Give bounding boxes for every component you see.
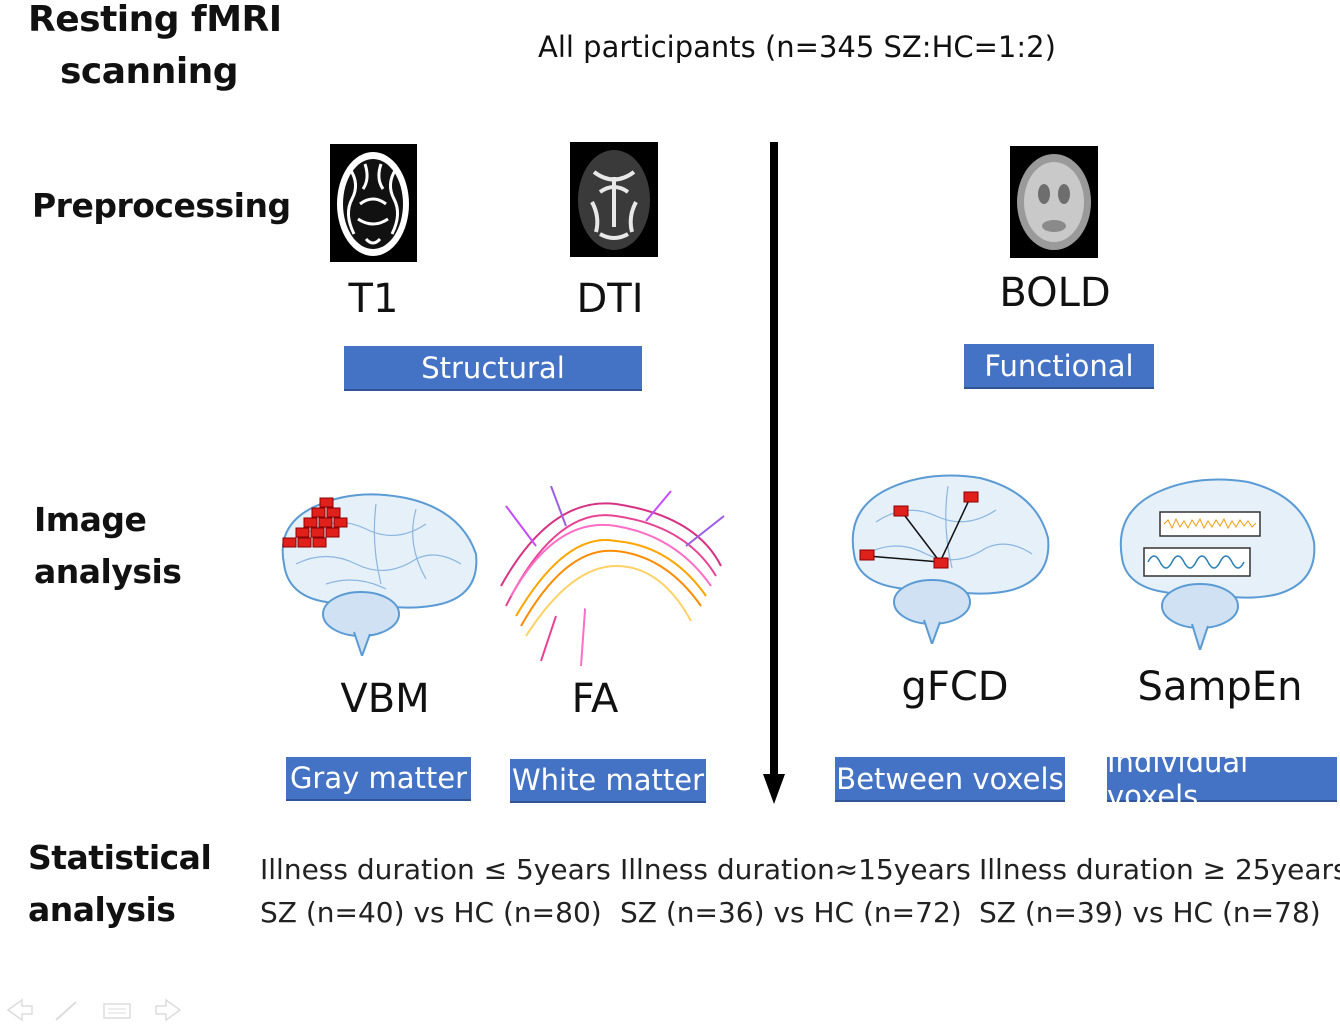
group-1-duration: Illness duration ≤ 5years — [260, 853, 611, 886]
sampen-label: SampEn — [1137, 664, 1303, 710]
group-3-duration: Illness duration ≥ 25years — [979, 853, 1340, 886]
prev-arrow-icon[interactable] — [6, 998, 33, 1022]
group-1-comparison: SZ (n=40) vs HC (n=80) — [260, 896, 602, 929]
between-voxels-box: Between voxels — [835, 757, 1065, 802]
title-line1: Resting fMRI — [28, 0, 282, 40]
title: Resting fMRI scanning — [28, 0, 282, 98]
fa-label: FA — [571, 676, 619, 722]
gfcd-label: gFCD — [901, 664, 1009, 710]
image-label-line1: Image — [34, 500, 147, 539]
gfcd-brain-illustration — [851, 474, 1050, 644]
pen-icon[interactable] — [55, 1001, 77, 1021]
statistical-analysis-label: Statistical analysis — [28, 832, 212, 936]
structural-box: Structural — [344, 346, 642, 391]
individual-voxels-box: Individual voxels — [1107, 745, 1337, 813]
group-2-comparison: SZ (n=36) vs HC (n=72) — [620, 896, 962, 929]
preprocessing-label: Preprocessing — [32, 186, 291, 225]
vbm-brain-illustration — [281, 493, 478, 656]
group-2: Illness duration≈15years SZ (n=36) vs HC… — [620, 848, 971, 934]
menu-icon[interactable] — [103, 1003, 131, 1019]
image-label-line2: analysis — [34, 552, 182, 591]
t1-label: T1 — [348, 276, 399, 322]
vbm-label: VBM — [340, 676, 430, 722]
divider-arrow — [763, 142, 785, 804]
white-matter-box: White matter — [510, 759, 706, 803]
title-line2: scanning — [60, 51, 239, 92]
t1-scan-image — [330, 144, 417, 262]
fa-tractography-illustration — [500, 486, 725, 666]
gray-matter-box: Gray matter — [286, 757, 471, 801]
bold-scan-image — [1010, 146, 1098, 258]
slide-nav — [4, 996, 194, 1028]
bold-label: BOLD — [999, 270, 1111, 316]
sampen-brain-illustration — [1119, 478, 1316, 650]
group-2-duration: Illness duration≈15years — [620, 853, 971, 886]
dti-label: DTI — [576, 276, 644, 322]
group-3-comparison: SZ (n=39) vs HC (n=78) — [979, 896, 1321, 929]
dti-scan-image — [570, 142, 658, 257]
functional-box: Functional — [964, 344, 1154, 389]
group-3: Illness duration ≥ 25years SZ (n=39) vs … — [979, 848, 1340, 934]
stat-label-line1: Statistical — [28, 838, 212, 877]
next-arrow-icon[interactable] — [155, 998, 182, 1022]
group-1: Illness duration ≤ 5years SZ (n=40) vs H… — [260, 848, 611, 934]
stat-label-line2: analysis — [28, 890, 176, 929]
image-analysis-label: Image analysis — [34, 494, 182, 598]
participants-label: All participants (n=345 SZ:HC=1:2) — [538, 30, 1056, 64]
